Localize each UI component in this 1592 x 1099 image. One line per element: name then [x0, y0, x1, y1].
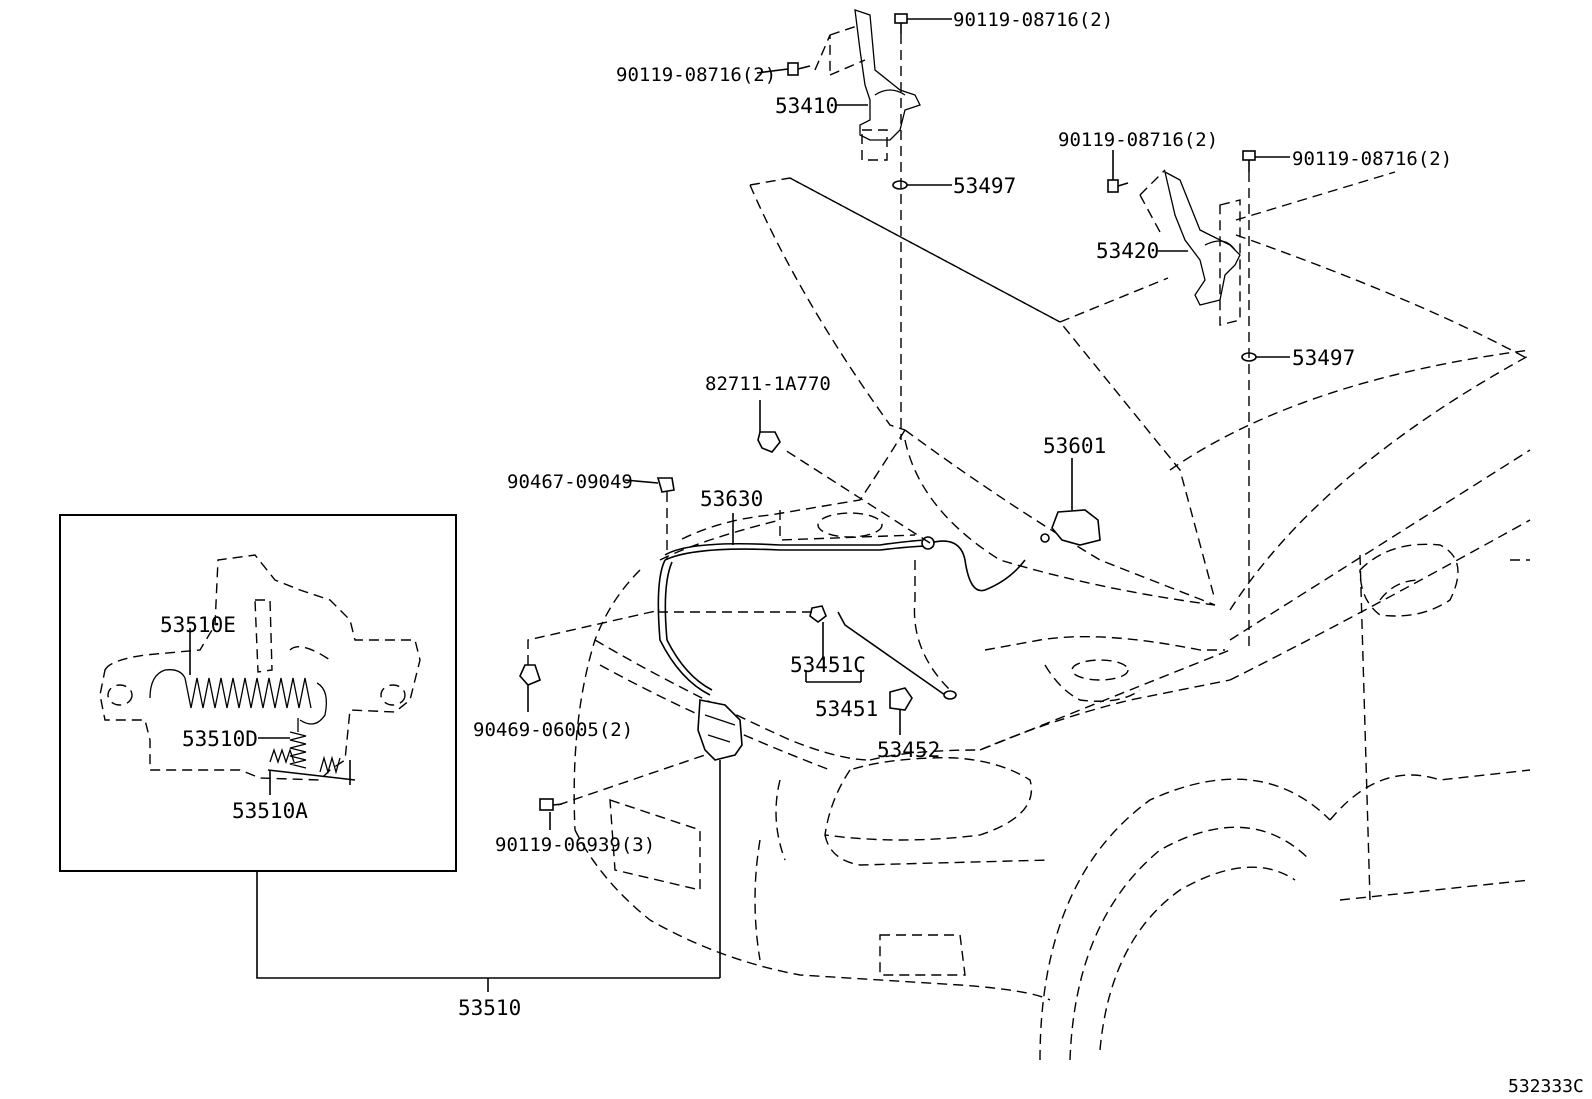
label-release-lever: 53601 [1043, 434, 1106, 458]
release-cable [657, 449, 1026, 696]
label-support-rod-holder: 53452 [877, 738, 940, 762]
label-bolt-hinge-right-side: 90119-08716(2) [1058, 129, 1218, 151]
spring-53510A [267, 747, 356, 785]
support-rod-holder [889, 687, 913, 711]
clip-icon [656, 477, 675, 493]
spring-53510E [149, 669, 328, 725]
diagram-id: 532333C [1508, 1076, 1584, 1097]
clip-icon [519, 664, 541, 686]
cushion-icon [892, 180, 908, 190]
support-rod [655, 605, 957, 700]
part-labels: 90119-08716(2) 90119-08716(2) 53410 5349… [160, 9, 1584, 1097]
lock-detail-inset [59, 514, 457, 872]
label-bolt-hinge-right-top: 90119-08716(2) [1292, 148, 1452, 170]
car-body-outline [573, 171, 1531, 1061]
label-support-rod: 53451 [815, 697, 878, 721]
bolt-icon [894, 13, 908, 34]
label-spring-a: 53510A [232, 799, 308, 823]
label-cushion-right: 53497 [1292, 346, 1355, 370]
bolt-icon [539, 798, 563, 811]
label-hinge-left: 53410 [775, 94, 838, 118]
label-bolt-hinge-left-side: 90119-08716(2) [616, 64, 776, 86]
label-cushion-left: 53497 [953, 174, 1016, 198]
label-clip-90469: 90469-06005(2) [473, 719, 633, 741]
label-spring-e: 53510E [160, 613, 236, 637]
label-clip-82711: 82711-1A770 [705, 373, 831, 395]
lever-icon [1040, 509, 1101, 546]
bolt-icon [787, 62, 811, 76]
bolt-icon [1107, 179, 1129, 193]
label-lock-assy: 53510 [458, 996, 521, 1020]
leader-lines [189, 18, 1290, 992]
label-release-cable: 53630 [700, 487, 763, 511]
label-clamp-90467: 90467-09049 [507, 471, 633, 493]
latch-icon [697, 699, 743, 761]
bolt-icon [1242, 150, 1256, 172]
label-bolt-hinge-left-top: 90119-08716(2) [953, 9, 1113, 31]
spring-53510D [289, 718, 307, 769]
label-hinge-right: 53420 [1096, 239, 1159, 263]
label-support-rod-clamp: 53451C [790, 653, 866, 677]
label-spring-d: 53510D [182, 727, 258, 751]
label-bolt-lock: 90119-06939(3) [495, 834, 655, 856]
right-hinge-group [1107, 150, 1257, 650]
clip-icon [757, 431, 781, 453]
